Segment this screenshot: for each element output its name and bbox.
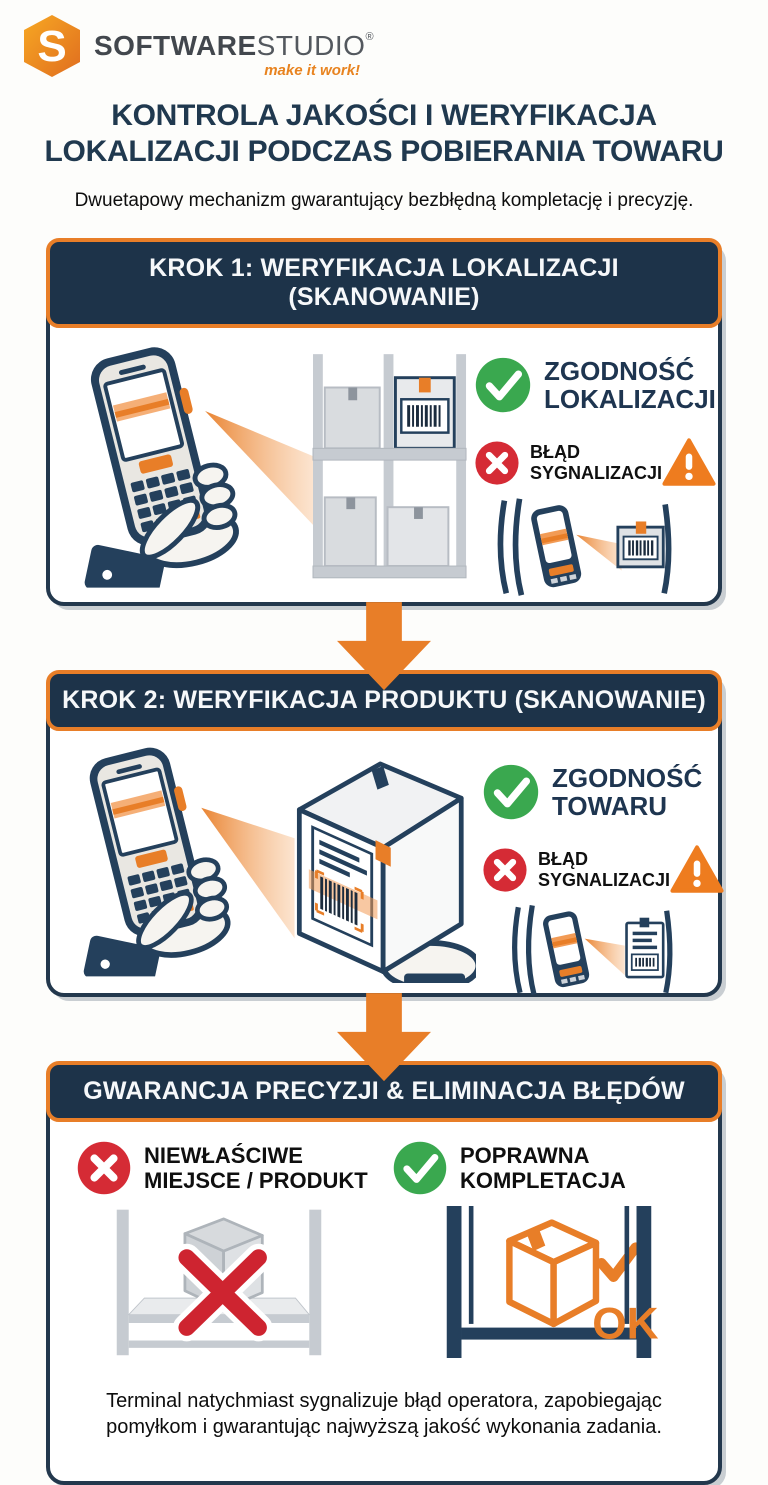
- correct-label-line1: POPRAWNA: [460, 1142, 590, 1168]
- brand-logo-icon: S: [24, 15, 80, 77]
- check-icon: [474, 356, 532, 414]
- ok-label: OK: [592, 1300, 658, 1349]
- x-icon: [76, 1140, 132, 1196]
- brand-registered-mark: ®: [365, 31, 375, 43]
- mini-error-scan-illustration: [511, 905, 673, 996]
- page-title-line1: KONTROLA JAKOŚCI I WERYFIKACJA: [111, 99, 657, 132]
- error-result: BŁĄD SYGNALIZACJI: [474, 438, 718, 487]
- success-label-line1: ZGODNOŚĆ: [552, 763, 703, 794]
- correct-result: POPRAWNA KOMPLETACJA: [392, 1140, 708, 1196]
- wrong-label-line1: NIEWŁAŚCIWE: [144, 1142, 303, 1168]
- wrong-result: NIEWŁAŚCIWE MIEJSCE / PRODUKT: [76, 1140, 392, 1196]
- mini-document-icon: [625, 917, 665, 979]
- page-title-line2: LOKALIZACJI PODCZAS POBIERANIA TOWARU: [44, 135, 724, 168]
- error-result: BŁĄD SYGNALIZACJI: [482, 845, 726, 894]
- scan-location-illustration: [56, 340, 467, 590]
- correct-shelf-illustration: OK: [446, 1206, 659, 1359]
- page-subtitle: Dwuetapowy mechanizm gwarantujący bezbłę…: [74, 190, 694, 212]
- x-icon: [482, 847, 528, 893]
- page-title: KONTROLA JAKOŚCI I WERYFIKACJA LOKALIZAC…: [0, 98, 768, 170]
- orange-box-icon: [506, 1219, 600, 1328]
- mini-scanner-icon: [531, 505, 582, 588]
- section-summary: GWARANCJA PRECYZJI & ELIMINACJA BŁĘDÓW N…: [46, 1061, 722, 1485]
- error-label-line1: BŁĄD: [538, 848, 588, 869]
- orange-check-mark: [596, 1242, 641, 1283]
- mini-error-scan-illustration: [497, 498, 672, 596]
- brand-logo-letter: S: [37, 22, 66, 71]
- brand-name-bold: SOFTWARE: [94, 30, 257, 61]
- scan-product-illustration: [56, 743, 476, 984]
- warning-icon: [662, 438, 716, 487]
- product-label: [308, 825, 378, 948]
- mini-barcode-box-icon: [616, 521, 665, 569]
- error-label-line2: SYGNALIZACJI: [538, 869, 671, 890]
- success-result: ZGODNOŚĆ TOWARU: [482, 763, 726, 821]
- check-icon: [392, 1140, 448, 1196]
- success-result: ZGODNOŚĆ LOKALIZACJI: [474, 356, 718, 414]
- summary-footer-text: Terminal natychmiast sygnalizuje błąd op…: [106, 1390, 662, 1439]
- x-icon: [474, 440, 520, 486]
- check-icon: [482, 763, 540, 821]
- warning-icon: [670, 845, 724, 894]
- warehouse-shelf-icon: [312, 354, 467, 579]
- product-box-icon: [296, 761, 476, 984]
- section-step2: KROK 2: WERYFIKACJA PRODUKTU (SKANOWANIE…: [46, 670, 722, 998]
- brand-name-light: STUDIO: [256, 30, 366, 61]
- success-label-line1: ZGODNOŚĆ: [544, 356, 695, 387]
- success-label-line2: LOKALIZACJI: [544, 384, 716, 415]
- mini-scanner-icon: [543, 911, 590, 988]
- wrong-shelf-illustration: [116, 1209, 322, 1356]
- wrong-label-line2: MIEJSCE / PRODUKT: [144, 1168, 368, 1194]
- handheld-scanner-icon: [56, 340, 254, 590]
- handheld-scanner-icon: [56, 743, 245, 983]
- brand-tagline: make it work!: [264, 62, 361, 79]
- error-label-line1: BŁĄD: [530, 441, 580, 462]
- section-step1: KROK 1: WERYFIKACJA LOKALIZACJI (SKANOWA…: [46, 238, 722, 607]
- brand-header: S SOFTWARESTUDIO® make it work!: [0, 0, 768, 88]
- step1-heading: KROK 1: WERYFIKACJA LOKALIZACJI (SKANOWA…: [46, 238, 722, 329]
- box-tape-flap: [525, 1226, 546, 1252]
- correct-label-line2: KOMPLETACJA: [460, 1168, 626, 1194]
- success-label-line2: TOWARU: [552, 791, 668, 822]
- error-label-line2: SYGNALIZACJI: [530, 462, 663, 483]
- brand-text: SOFTWARESTUDIO® make it work!: [94, 14, 375, 80]
- big-x-mark: [172, 1243, 273, 1342]
